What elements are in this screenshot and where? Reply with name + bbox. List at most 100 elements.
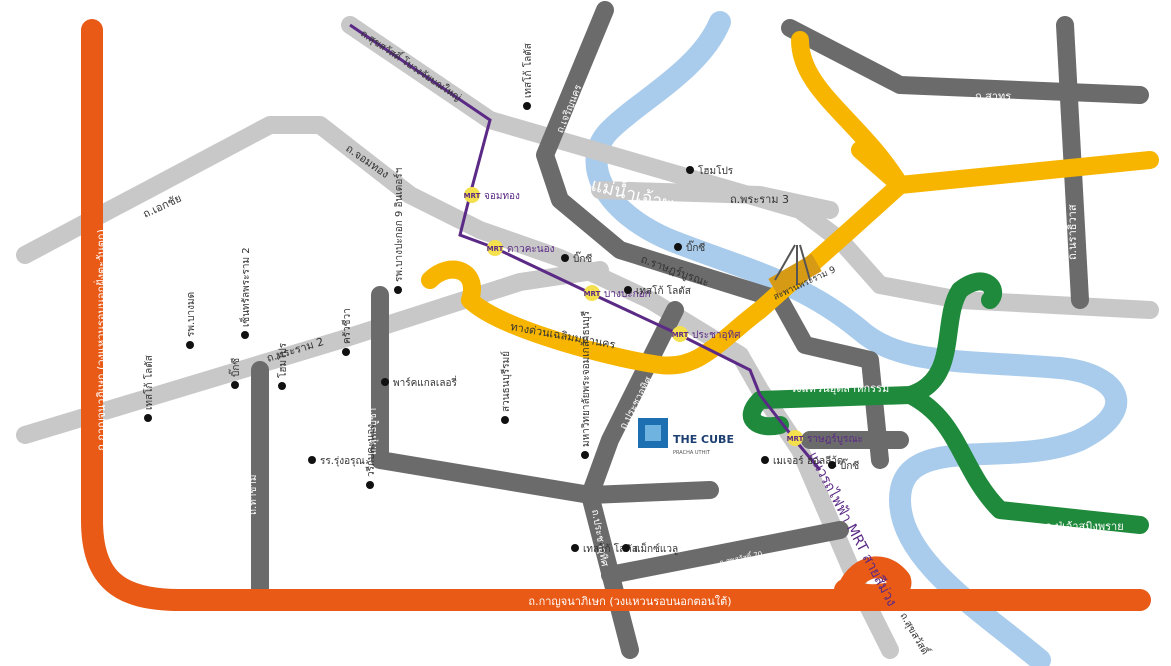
place-label: บิ๊กซี bbox=[228, 358, 242, 377]
place-dot bbox=[366, 481, 374, 489]
label-pu-chao: ถ.ปู่เจ้าสมิงพราย bbox=[1045, 520, 1124, 533]
place-label: แม็กซ์แวลู bbox=[634, 541, 678, 555]
place-dot bbox=[571, 544, 579, 552]
label-chom-thong: ถ.จอมทอง bbox=[343, 142, 391, 181]
place-dot bbox=[394, 286, 402, 294]
place-dot bbox=[686, 166, 694, 174]
place-label: รร.รุ่งอรุณ bbox=[320, 456, 365, 467]
road-rama3 bbox=[591, 181, 839, 219]
place-dot bbox=[622, 544, 630, 552]
place-dot bbox=[144, 414, 152, 422]
mrt-badge-text: MRT bbox=[584, 290, 601, 298]
place-label: ครัวชีวา bbox=[341, 308, 353, 344]
place-bigc-1: บิ๊กซี bbox=[561, 251, 592, 265]
place-dot bbox=[624, 286, 632, 294]
label-ring-west: ถ.กาญจนาภิเษก (วงแหวนรอบนอกฝั่งตะวันตก) bbox=[93, 229, 108, 451]
label-pracha-uthit-32: ถ.ประชาอุทิศ 32 bbox=[650, 464, 702, 481]
place-label: เมเจอร์ ฮอลลีวู้ด bbox=[773, 455, 843, 467]
place-label: รพ.บางมด bbox=[186, 292, 197, 337]
place-label: โฮมโปร bbox=[698, 164, 734, 177]
bridge-rama9 bbox=[768, 244, 822, 297]
mrt-badge-text: MRT bbox=[464, 192, 481, 200]
place-kmutt: มหาวิทยาลัยพระจอมเกล้าธนบุรี bbox=[580, 310, 592, 459]
place-makro: แม็กซ์แวลู bbox=[622, 541, 678, 555]
mrt-badge-text: MRT bbox=[487, 245, 504, 253]
road-phutthabucha bbox=[371, 286, 719, 504]
place-label: เทสโก้ โลตัส bbox=[636, 284, 691, 297]
place-dot bbox=[241, 331, 249, 339]
mrt-station-name: ดาวคะนอง bbox=[507, 244, 555, 255]
label-ring-south: ถ.กาญจนาภิเษก (วงแหวนรอบนอกตอนใต้) bbox=[528, 595, 731, 608]
place-school: รร.รุ่งอรุณ bbox=[308, 456, 365, 467]
road-suksawat-70 bbox=[601, 521, 849, 584]
place-dot bbox=[581, 451, 589, 459]
place-hospital-bangmod: รพ.บางมด bbox=[186, 292, 197, 349]
place-dot bbox=[278, 382, 286, 390]
mrt-station-name: จอมทอง bbox=[484, 191, 520, 202]
mrt-badge-text: MRT bbox=[787, 435, 804, 443]
project-name: THE CUBE bbox=[673, 433, 734, 446]
place-label: รพ.บางปะกอก 9 อินเตอร์ฯ bbox=[393, 168, 405, 282]
road-rama2 bbox=[16, 261, 609, 444]
place-label: มหาวิทยาลัยพระจอมเกล้าธนบุรี bbox=[580, 310, 592, 447]
place-label: โฮมโปร bbox=[276, 342, 289, 378]
mrt-badge bbox=[584, 285, 600, 301]
road-ekkachai bbox=[16, 116, 899, 659]
place-tesco-left: เทสโก้ โลตัส bbox=[142, 355, 155, 422]
label-suksawat: ถ.สุขสวัสดิ์ bbox=[897, 610, 933, 659]
place-tesco-top: เทสโก้ โลตัส bbox=[521, 43, 534, 110]
place-bigc-4: บิ๊กซี bbox=[828, 458, 859, 472]
place-dot bbox=[186, 341, 194, 349]
place-dot bbox=[828, 461, 836, 469]
place-dot bbox=[674, 243, 682, 251]
place-label: บิ๊กซี bbox=[686, 240, 705, 254]
place-dot bbox=[523, 102, 531, 110]
place-label: เซ็นทรัลพระราม 2 bbox=[238, 247, 252, 327]
mrt-station-name: ประชาอุทิศ bbox=[692, 330, 741, 341]
place-bigc-3: บิ๊กซี bbox=[228, 358, 242, 389]
place-central-rama2: เซ็นทรัลพระราม 2 bbox=[238, 247, 252, 339]
label-industrial-ring: วงแหวนอุตสาหกรรม bbox=[790, 382, 889, 395]
mrt-badge bbox=[464, 187, 480, 203]
mrt-station-name: บางปะกอก bbox=[604, 289, 651, 300]
place-homepro-top: โฮมโปร bbox=[686, 164, 734, 177]
place-krua-siwa: ครัวชีวา bbox=[341, 308, 353, 356]
place-major: เมเจอร์ ฮอลลีวู้ด bbox=[761, 455, 843, 467]
mrt-station-name: ราษฎร์บูรณะ bbox=[807, 433, 863, 445]
place-park-gallery: พาร์คแกลเลอรี่ bbox=[381, 375, 457, 389]
place-dot bbox=[342, 348, 350, 356]
place-hospital-rama9: รพ.บางปะกอก 9 อินเตอร์ฯ bbox=[393, 168, 405, 294]
project-marker-the-cube: THE CUBE PRACHA UTHIT bbox=[638, 418, 734, 456]
road-charoen-nakhon bbox=[536, 1, 889, 469]
road-chalerm-mahanakorn bbox=[421, 31, 1159, 375]
mrt-badge bbox=[487, 240, 503, 256]
place-label: วรีกับคะนอง bbox=[365, 424, 377, 477]
label-rama3: ถ.พระราม 3 bbox=[730, 193, 789, 206]
mrt-badge bbox=[672, 326, 688, 342]
place-label: พาร์คแกลเลอรี่ bbox=[393, 375, 457, 389]
place-tesco-mid: เทสโก้ โลตัส bbox=[624, 284, 691, 297]
place-label: สวนธนบุรีรมย์ bbox=[500, 351, 512, 412]
place-dot bbox=[231, 381, 239, 389]
place-dot bbox=[761, 456, 769, 464]
place-label: บิ๊กซี bbox=[840, 458, 859, 472]
road-industrial-ring bbox=[742, 272, 1149, 534]
place-label: เทสโก้ โลตัส bbox=[142, 355, 155, 410]
place-dot bbox=[561, 254, 569, 262]
label-tha-kham: ถ.ท่าข้าม bbox=[247, 475, 259, 515]
label-nararat: ถ.นราธิวาส bbox=[1066, 204, 1079, 260]
project-sub: PRACHA UTHIT bbox=[673, 450, 711, 456]
road-sathon bbox=[781, 19, 1149, 104]
place-dot bbox=[501, 416, 509, 424]
label-sukhumvit-bang-yai: ถ.สุขสวัสดิ์ โบวงจัยบฌใหญ่ bbox=[358, 26, 464, 104]
place-label: บิ๊กซี bbox=[573, 251, 592, 265]
label-phutthabucha: ถ.พุทธบูชา bbox=[368, 408, 379, 455]
place-varee: วรีกับคะนอง bbox=[365, 424, 377, 489]
place-dot bbox=[308, 456, 316, 464]
place-label: เทสโก้ โลตัส bbox=[521, 43, 534, 98]
